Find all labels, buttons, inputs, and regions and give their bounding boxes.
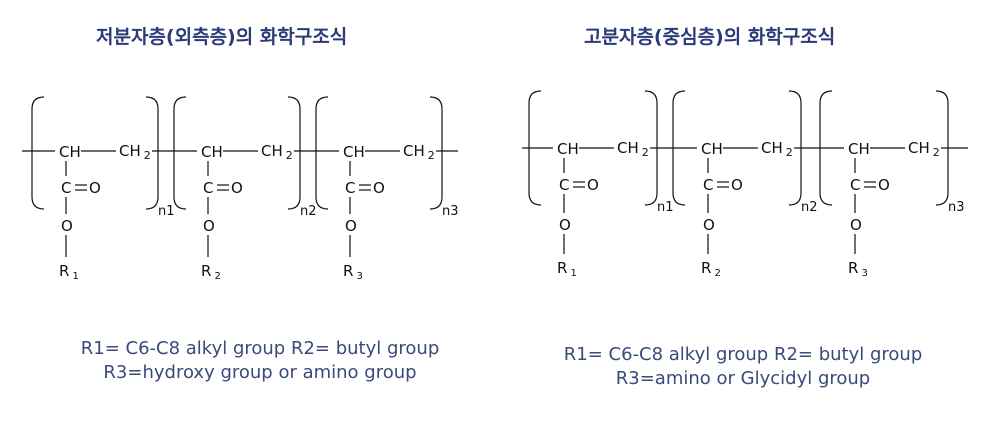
- atom-bg: [758, 138, 794, 158]
- carbonyl-oxygen: O: [231, 179, 243, 197]
- ch-atom: CH: [59, 143, 81, 161]
- ester-oxygen: O: [345, 217, 357, 235]
- carbonyl-carbon: C: [345, 179, 355, 197]
- atom-bg: [400, 141, 436, 161]
- open-bracket: [819, 90, 833, 206]
- open-bracket: [173, 96, 187, 210]
- open-bracket: [528, 90, 542, 206]
- left-diagram-title: 저분자층(외측층)의 화학구조식: [96, 26, 348, 48]
- ch-atom: CH: [201, 143, 223, 161]
- carbonyl-oxygen: O: [587, 176, 599, 194]
- atom-bg: [905, 138, 941, 158]
- atom-bg: [202, 176, 214, 192]
- atom-bg: [339, 141, 365, 159]
- atom-bg: [849, 173, 861, 189]
- open-bracket: [315, 96, 329, 210]
- ch-atom: CH: [557, 140, 579, 158]
- carbonyl-oxygen: O: [89, 179, 101, 197]
- right-legend: R1= C6-C8 alkyl group R2= butyl group R3…: [488, 343, 995, 391]
- carbonyl-oxygen: O: [878, 176, 890, 194]
- left-legend-line-2: R3=hydroxy group or amino group: [103, 362, 417, 383]
- carbonyl-carbon: C: [850, 176, 860, 194]
- left-legend: R1= C6-C8 alkyl group R2= butyl group R3…: [0, 337, 520, 385]
- close-bracket: [935, 90, 949, 206]
- ch-atom: CH: [701, 140, 723, 158]
- close-bracket: [644, 90, 658, 206]
- carbonyl-carbon: C: [703, 176, 713, 194]
- close-bracket: [788, 90, 802, 206]
- open-bracket: [672, 90, 686, 206]
- ester-oxygen: O: [203, 217, 215, 235]
- carbonyl-carbon: C: [203, 179, 213, 197]
- close-bracket: [287, 96, 301, 210]
- atom-bg: [844, 138, 870, 156]
- atom-bg: [60, 176, 72, 192]
- open-bracket: [31, 96, 45, 210]
- atom-bg: [553, 138, 579, 156]
- atom-bg: [55, 141, 81, 159]
- right-diagram-title: 고분자층(중심층)의 화학구조식: [584, 26, 836, 48]
- atom-bg: [697, 138, 723, 156]
- repeat-subscript: n2: [801, 200, 818, 215]
- repeat-subscript: n3: [442, 204, 459, 219]
- carbonyl-carbon: C: [61, 179, 71, 197]
- atom-bg: [344, 176, 356, 192]
- repeat-subscript: n1: [657, 200, 674, 215]
- left-legend-line-1: R1= C6-C8 alkyl group R2= butyl group: [80, 338, 440, 359]
- atom-bg: [116, 141, 152, 161]
- carbonyl-carbon: C: [559, 176, 569, 194]
- atom-bg: [702, 173, 714, 189]
- close-bracket: [429, 96, 443, 210]
- ester-oxygen: O: [703, 216, 715, 234]
- ch-atom: CH: [343, 143, 365, 161]
- ch-atom: CH: [848, 140, 870, 158]
- right-legend-line-1: R1= C6-C8 alkyl group R2= butyl group: [563, 344, 923, 365]
- atom-bg: [197, 141, 223, 159]
- repeat-subscript: n3: [948, 200, 965, 215]
- carbonyl-oxygen: O: [731, 176, 743, 194]
- carbonyl-oxygen: O: [373, 179, 385, 197]
- repeat-subscript: n2: [300, 204, 317, 219]
- atom-bg: [558, 173, 570, 189]
- ester-oxygen: O: [850, 216, 862, 234]
- right-legend-line-2: R3=amino or Glycidyl group: [615, 368, 871, 389]
- ester-oxygen: O: [559, 216, 571, 234]
- ester-oxygen: O: [61, 217, 73, 235]
- atom-bg: [258, 141, 294, 161]
- atom-bg: [614, 138, 650, 158]
- close-bracket: [145, 96, 159, 210]
- repeat-subscript: n1: [158, 204, 175, 219]
